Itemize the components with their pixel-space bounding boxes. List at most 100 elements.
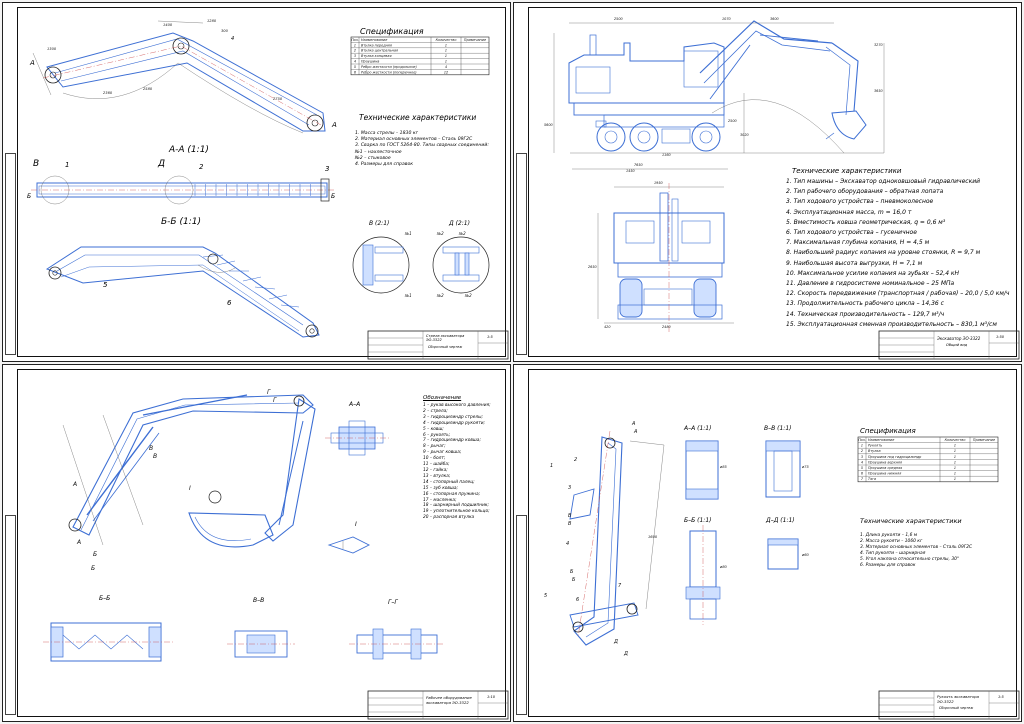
tech-item: 1. Длина рукояти – 1,6 м — [860, 533, 918, 538]
callout-letter: В — [149, 445, 154, 452]
callout-letter: Б — [93, 551, 98, 558]
weld-label: №2 — [465, 293, 472, 298]
legend-item: 2 – стрела; — [423, 408, 448, 414]
tech-item: 4. Размеры для справок — [355, 162, 414, 168]
dimension-label: 2360 — [103, 91, 113, 95]
excavator-side-view — [568, 20, 867, 154]
tech-item: 14. Техническая производительность – 129… — [786, 310, 945, 318]
callout-letter: 7 — [618, 583, 622, 589]
notes-list-3: 1 – рукав высокого давления;2 – стрела;3… — [423, 403, 509, 521]
equipment-drawing — [43, 394, 509, 720]
pos-3: 3 — [325, 165, 330, 173]
legend-item: 7 – гидроцилиндр ковша; — [423, 438, 481, 444]
tech-item: 1. Масса стрелы – 1830 кг — [355, 131, 419, 136]
callout-letter: 6 — [576, 597, 580, 603]
legend-item: 1 – рукав высокого давления; — [423, 403, 491, 408]
spec-cell: 1 — [954, 477, 956, 481]
tech-item: 6. Тип ходового устройства – гусеничное — [786, 229, 917, 237]
section-vv-label-4: В–В (1:1) — [764, 425, 792, 432]
legend-item: 18 – шарнирный подшипник; — [423, 503, 489, 509]
section-aa-label: А-А (1:1) — [169, 145, 209, 155]
tech-item: 2. Масса рукояти – 1060 кг — [860, 539, 923, 544]
spec-cell: 12 — [444, 70, 448, 74]
sheet-equipment: Обозначение 1 – рукав высокого давления;… — [2, 364, 511, 722]
spec-header-cell: Поз. — [858, 438, 866, 442]
spec-cell: 1 — [954, 472, 956, 476]
spec-cell: Тяга — [868, 477, 876, 481]
spec-cell: Проушина средняя — [868, 466, 902, 470]
spec-cell: Проушина под гидроцилиндр — [868, 455, 921, 459]
section-bb-label-3: Б–Б — [99, 595, 111, 602]
dimension-label: 3600 — [770, 17, 779, 21]
legend-item: 4 – гидроцилиндр рукояти; — [423, 420, 485, 426]
boom-section-aa — [31, 175, 335, 205]
spec-cell: 4 — [445, 65, 447, 69]
spec-cell: Втулка передняя — [361, 43, 392, 47]
tech-item: 10. Максимальное усилие копания на зубья… — [786, 269, 960, 277]
section-bb-assembly — [43, 622, 173, 662]
section-dd-label-4: Д–Д (1:1) — [766, 517, 795, 524]
sheet-frame — [528, 369, 1017, 717]
truss-rib — [254, 286, 276, 290]
tech-item: 12. Скорость передвижения (транспортная … — [786, 290, 1010, 298]
detail-v — [352, 236, 410, 294]
tech-item: 13. Продолжительность рабочего цикла – 1… — [786, 300, 944, 308]
spec-header-cell: Поз. — [351, 38, 359, 42]
callout-a-right: А — [332, 121, 337, 129]
legend-item: 14 – стопорный палец; — [423, 479, 475, 485]
spec-cell: 4 — [354, 59, 356, 63]
dimension-label: 1280 — [207, 19, 217, 23]
side-stamp — [5, 153, 16, 355]
tech-item: 3. Тип ходового устройства – пневмоколес… — [786, 198, 934, 206]
tech-item: 5. Вместимость ковша геометрическая, q =… — [786, 218, 946, 226]
excavator-drawing — [553, 20, 1020, 360]
section-gg-assembly — [349, 628, 445, 660]
dimension-label: 2580 — [143, 87, 153, 91]
stick-main-view — [569, 430, 665, 646]
dimension-label: 420 — [604, 325, 611, 329]
spec-cell: 6 — [861, 472, 863, 476]
legend-item: 5 – ковш; — [423, 426, 444, 432]
spec-cell: 3 — [861, 455, 863, 459]
spec-cell: Проушина нижняя — [868, 472, 901, 476]
legend-item: 15 – зуб ковша; — [423, 485, 458, 491]
dimension-label: 5600 — [544, 123, 553, 127]
callout-letter: Б — [572, 577, 576, 583]
pos-6: 6 — [227, 299, 232, 307]
spec-header-cell: Количество — [436, 38, 457, 42]
callout-letter: Б — [91, 565, 96, 572]
title-block-1 — [367, 330, 509, 360]
spec-cell: 2 — [861, 449, 863, 453]
pos-5: 5 — [103, 281, 108, 289]
weld-label: №2 — [437, 293, 444, 298]
spec-title-4: Спецификация — [860, 427, 916, 435]
callout-a-left: А — [30, 59, 35, 67]
dimension-label: 1600 — [648, 535, 658, 539]
callout-letter: Д — [614, 639, 618, 645]
spec-cell: Ребро жесткости (поперечное) — [361, 70, 417, 74]
callout-letter: А — [73, 481, 78, 488]
spec-cell: 1 — [354, 43, 356, 47]
dimension-label: 1160 — [662, 153, 671, 157]
legend-item: 12 – гайка; — [423, 467, 448, 473]
sheet-frame — [17, 7, 506, 357]
detail-i-label-3: I — [355, 521, 357, 528]
dimension-label: 1450 — [626, 169, 635, 173]
tech-title-4: Технические характеристики — [860, 517, 962, 525]
dimension-label: 3270 — [874, 43, 883, 47]
callout-letter: Г — [273, 397, 277, 404]
detail-d — [432, 236, 490, 294]
section-bb-label-4: Б–Б (1:1) — [684, 517, 712, 524]
callout-letter: 4 — [566, 541, 570, 547]
tech-title-2: Технические характеристики — [792, 167, 902, 175]
side-stamp — [516, 153, 527, 355]
title-block-doc-2: Общий вид — [946, 343, 968, 347]
truss-rib — [242, 276, 262, 282]
spec-cell: 4 — [861, 460, 863, 464]
tech-item: 6. Размеры для справок — [860, 563, 916, 568]
weld-label: №2 — [437, 231, 444, 236]
